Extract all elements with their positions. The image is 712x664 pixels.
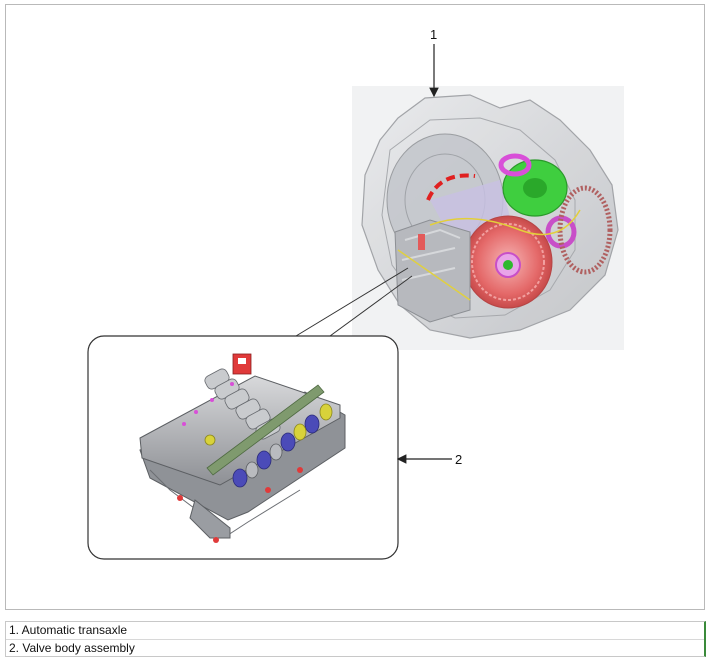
valve-body-assembly-image <box>139 353 346 543</box>
clutch-pack-icon <box>463 215 553 309</box>
callout-1-label: 1 <box>430 27 438 42</box>
callout-2-label: 2 <box>455 452 463 467</box>
figure-frame <box>5 4 705 610</box>
valve-body-on-transaxle <box>394 219 471 323</box>
legend-table: 1. Automatic transaxle 2. Valve body ass… <box>5 621 706 657</box>
legend-item-valve-body-assembly: 2. Valve body assembly <box>6 639 704 656</box>
solenoid-yellow-caps <box>204 403 333 446</box>
transaxle-image <box>352 86 624 350</box>
zoom-leader-lower <box>329 275 413 337</box>
legend-item-automatic-transaxle: 1. Automatic transaxle <box>9 623 128 637</box>
green-gear-icon <box>502 159 568 217</box>
zoom-leader-upper <box>295 267 409 337</box>
solenoid-blue-caps <box>232 414 320 488</box>
